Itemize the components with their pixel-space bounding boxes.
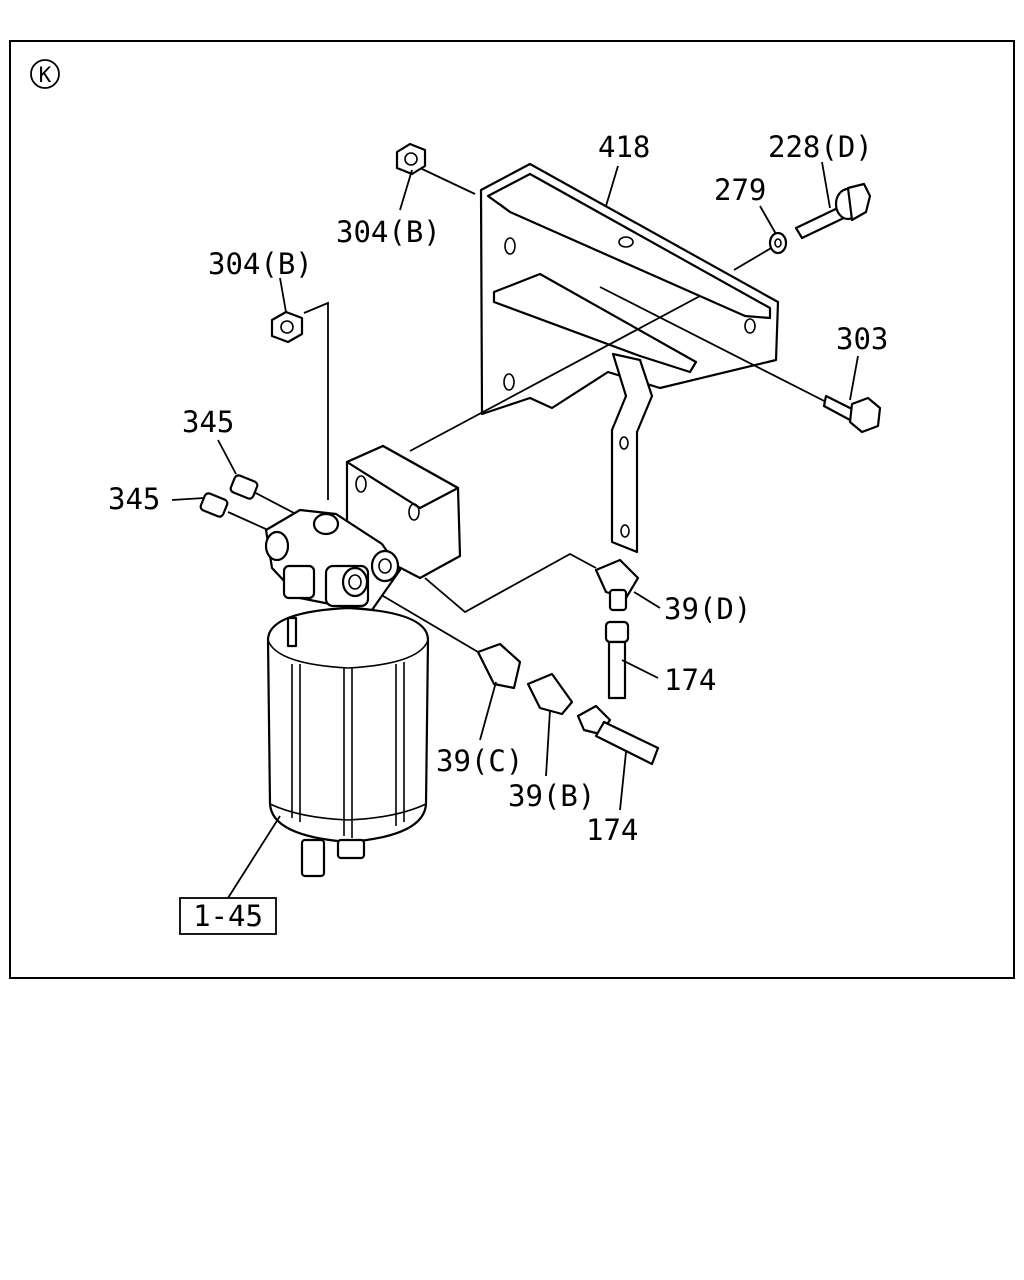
- diagram-frame: [9, 40, 1015, 979]
- callout-39c: 39(C): [436, 744, 523, 778]
- callout-279: 279: [714, 173, 766, 207]
- mounting-bracket: [479, 162, 780, 554]
- section-marker-letter: K: [39, 63, 52, 87]
- hose-lower: [576, 704, 660, 766]
- callout-39d: 39(D): [664, 592, 751, 626]
- callout-leaders: [217, 161, 859, 899]
- hose-upper: [604, 620, 630, 700]
- fitting-b: [526, 672, 574, 716]
- reference-box-label: 1-45: [193, 899, 263, 933]
- section-marker: K: [30, 59, 60, 89]
- callout-418: 418: [598, 130, 650, 164]
- flange-nut-left: [270, 310, 304, 344]
- plug-left: [199, 492, 229, 518]
- bolt-228d: [794, 182, 872, 240]
- filter-head: [264, 444, 462, 612]
- plug-upper: [229, 474, 259, 500]
- washer: [768, 231, 788, 255]
- elbow-fitting: [594, 558, 640, 612]
- callout-304b-left: 304(B): [208, 247, 313, 281]
- flange-nut-upper: [395, 142, 427, 176]
- filter-bowl: [266, 606, 430, 878]
- callout-345-upper: 345: [182, 405, 234, 439]
- callout-228d: 228(D): [768, 130, 873, 164]
- callout-304b-upper: 304(B): [336, 215, 441, 249]
- callout-345-left: 345: [108, 482, 160, 516]
- callout-174-lower: 174: [586, 813, 638, 847]
- callout-39b: 39(B): [508, 779, 595, 813]
- bolt-303: [822, 394, 882, 434]
- fitting-c: [476, 642, 522, 690]
- callout-303: 303: [836, 322, 888, 356]
- callout-174-upper: 174: [664, 663, 716, 697]
- reference-box: 1-45: [179, 897, 277, 935]
